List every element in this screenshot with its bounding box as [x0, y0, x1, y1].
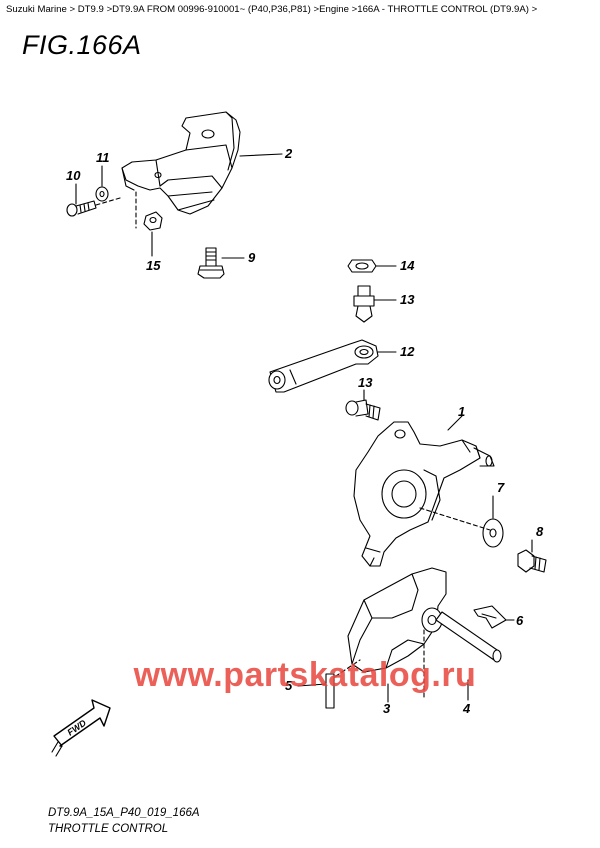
callout-15: 15	[146, 258, 161, 273]
part-throttle-lever	[353, 421, 495, 567]
breadcrumb-separator: >	[106, 4, 113, 15]
callout-10: 10	[66, 168, 81, 183]
breadcrumb-separator: >	[351, 4, 358, 15]
watermark-text: www.partskatalog.ru	[133, 656, 477, 694]
breadcrumb-link-engine[interactable]: Engine	[319, 4, 349, 15]
part-nut-14	[347, 259, 377, 273]
callout-14: 14	[400, 258, 415, 273]
part-washer-11	[95, 186, 109, 202]
diagram-caption: THROTTLE CONTROL	[48, 823, 169, 835]
breadcrumb-link-model[interactable]: DT9.9	[77, 4, 104, 15]
forward-arrow-icon	[51, 699, 111, 757]
part-nut-15	[143, 211, 163, 231]
callout-8: 8	[536, 524, 544, 539]
diagram-code: DT9.9A_15A_P40_019_166A	[48, 807, 200, 819]
callout-12: 12	[400, 344, 415, 359]
callout-11: 11	[96, 150, 110, 165]
callout-7: 7	[497, 480, 505, 495]
part-pin-5	[325, 673, 335, 709]
part-ball-stud-lower	[345, 399, 381, 421]
part-shaft	[435, 611, 502, 663]
part-cover-bracket	[121, 111, 241, 215]
part-link-rod	[268, 339, 379, 393]
breadcrumb-separator: >	[531, 4, 538, 15]
callout-4: 4	[462, 701, 471, 716]
breadcrumb-link-serial-range[interactable]: DT9.9A FROM 00996-910001~ (P40,P36,P81)	[112, 4, 311, 15]
part-bolt-9	[197, 247, 225, 279]
leader-lines	[75, 153, 533, 703]
part-washer-7	[482, 518, 504, 548]
breadcrumb: Suzuki Marine > DT9.9 >DT9.9A FROM 00996…	[6, 4, 596, 16]
callout-9: 9	[248, 250, 256, 265]
part-clip-6	[473, 605, 507, 629]
callout-labels: 1 2 3 4 5 6 7 8 9 10 11 12 13 13 14 15 F…	[65, 146, 544, 738]
callout-1: 1	[458, 404, 465, 419]
callout-6: 6	[516, 613, 524, 628]
callout-3: 3	[383, 701, 391, 716]
part-bolt-8	[517, 549, 547, 573]
breadcrumb-link-figure[interactable]: 166A - THROTTLE CONTROL (DT9.9A)	[357, 4, 529, 15]
breadcrumb-separator: >	[313, 4, 320, 15]
part-screw-10	[66, 200, 97, 217]
figure-title: FIG.166A	[22, 30, 142, 60]
callout-13-upper: 13	[400, 292, 415, 307]
breadcrumb-separator: >	[69, 4, 76, 15]
callout-5: 5	[285, 678, 293, 693]
part-ball-stud-upper	[353, 285, 375, 323]
callout-13-lower: 13	[358, 375, 373, 390]
callout-2: 2	[284, 146, 293, 161]
breadcrumb-link-suzuki-marine[interactable]: Suzuki Marine	[6, 4, 67, 15]
